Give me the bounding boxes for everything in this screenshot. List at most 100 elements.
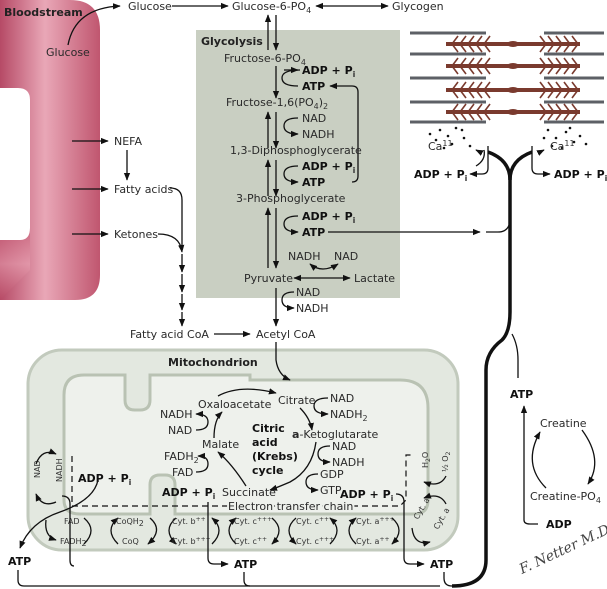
nad-malate-label: NAD: [168, 424, 192, 437]
atp-label-3: ATP: [302, 226, 325, 239]
phosphoglycerate-label: 3-Phosphoglycerate: [236, 192, 346, 205]
myosin-head: [539, 81, 547, 99]
myosin-head: [539, 103, 547, 121]
fatty-acid-coa-label: Fatty acid CoA: [130, 328, 209, 341]
myosin-head: [475, 81, 483, 99]
myosin-head: [555, 81, 563, 99]
myosin-head: [483, 103, 491, 121]
calcium-ion: [542, 136, 546, 140]
myosin-head: [563, 81, 571, 99]
fadh2-label: FADH2: [164, 450, 199, 465]
myosin-head: [547, 57, 555, 75]
lactate-label: Lactate: [354, 272, 395, 285]
coq-label: CoQ: [122, 537, 139, 546]
myosin-head: [547, 35, 555, 53]
cyt-b-oxidized-label: Cyt. b+++: [172, 536, 211, 546]
atp-label-1: ATP: [302, 80, 325, 93]
calcium-label-right: Ca11: [550, 139, 575, 153]
calcium-ion: [462, 136, 466, 140]
myosin-head: [555, 35, 563, 53]
nadh2-krebs-label: NADH2: [330, 408, 368, 423]
myosin-head: [459, 81, 467, 99]
adp-pi-label-3: ADP + Pi: [302, 210, 356, 225]
m-line: [507, 63, 519, 69]
succinate-label: Succinate: [222, 486, 276, 499]
cyt-b-reduced-label: Cyt. b++: [172, 516, 206, 526]
m-line: [507, 109, 519, 115]
myosin-head: [467, 57, 475, 75]
myosin-head: [459, 103, 467, 121]
calcium-ion: [434, 138, 438, 142]
myosin-head: [467, 81, 475, 99]
malate-label: Malate: [202, 438, 239, 451]
atp-creatine-label: ATP: [510, 388, 533, 401]
glucose-6-phosphate-label: Glucose-6-PO4: [232, 0, 311, 15]
myosin-head: [459, 57, 467, 75]
myosin-head: [451, 103, 459, 121]
bloodstream-vessel: [0, 0, 100, 300]
glucose-label: Glucose: [128, 0, 172, 13]
calcium-ion: [468, 144, 472, 148]
calcium-ion: [446, 134, 450, 138]
fatty-acids-label: Fatty acids: [114, 183, 174, 196]
mitochondrion-label: Mitochondrion: [168, 356, 258, 369]
myosin-head: [571, 103, 579, 121]
nad-label-1: NAD: [302, 112, 326, 125]
nad-krebs-2: NAD: [332, 440, 356, 453]
myosin-head: [539, 35, 547, 53]
adp-creatine-label: ADP: [546, 518, 572, 531]
myosin-head: [459, 35, 467, 53]
krebs-label-1: Citric: [252, 422, 285, 435]
adp-pi-muscle-right: ADP + Pi: [554, 168, 607, 183]
myosin-head: [563, 103, 571, 121]
calcium-ion: [584, 142, 588, 146]
half-oxygen-label: ½ O2: [441, 451, 452, 472]
myosin-head: [451, 81, 459, 99]
creatine-phosphate-label: Creatine-PO4: [530, 490, 601, 505]
calcium-ion: [550, 144, 554, 148]
myosin-head: [555, 103, 563, 121]
fructose-6-phosphate-label: Fructose-6-PO4: [224, 52, 306, 67]
myosin-head: [539, 57, 547, 75]
nadh-krebs-2: NADH: [332, 456, 365, 469]
coqh2-label: CoQH2: [116, 517, 144, 528]
myosin-head: [451, 35, 459, 53]
glycogen-label: Glycogen: [392, 0, 444, 13]
calcium-ion: [438, 128, 442, 132]
citrate-label: Citrate: [278, 394, 316, 407]
pyruvate-label: Pyruvate: [244, 272, 293, 285]
atp-output-right: ATP: [430, 558, 453, 571]
gdp-label: GDP: [320, 468, 344, 481]
mitochondrion-region: [26, 348, 460, 552]
myosin-head: [483, 57, 491, 75]
krebs-label-3: (Krebs): [252, 450, 298, 463]
myosin-head: [563, 57, 571, 75]
cyt-c1-oxidized-label: Cyt. c+++: [234, 516, 272, 526]
nadh-malate-label: NADH: [160, 408, 193, 421]
calcium-ion: [454, 126, 458, 130]
fructose-1-6-bisphosphate-label: Fructose-1,6(PO4)2: [226, 96, 328, 111]
krebs-label-4: cycle: [252, 464, 283, 477]
myosin-head: [483, 35, 491, 53]
cyt-c1-reduced-label: Cyt. c++: [234, 536, 267, 546]
calcium-label-left: Ca11: [428, 139, 453, 153]
myosin-head: [467, 103, 475, 121]
gtp-label: GTP: [320, 484, 342, 497]
adp-pi-succinate: ADP + Pi: [162, 486, 216, 501]
calcium-ion: [450, 142, 454, 146]
myosin-head: [547, 103, 555, 121]
myosin-head: [563, 35, 571, 53]
adp-pi-etc-left: ADP + Pi: [78, 472, 132, 487]
adp-pi-gtp: ADP + Pi: [340, 488, 394, 503]
krebs-label-2: acid: [252, 436, 278, 449]
myosin-head: [467, 35, 475, 53]
cyt-c-oxidized-label: Cyt. c+++: [296, 536, 334, 546]
nad-krebs-1: NAD: [330, 392, 354, 405]
acetyl-coa-label: Acetyl CoA: [256, 328, 316, 341]
adp-pi-label-1: ADP + Pi: [302, 64, 356, 79]
cyt-c-reduced-label: Cyt. c++: [296, 516, 329, 526]
electron-transfer-chain-label: Electron transfer chain: [228, 500, 353, 513]
calcium-ion: [428, 132, 432, 136]
myosin-head: [475, 103, 483, 121]
diphosphoglycerate-label: 1,3-Diphosphoglycerate: [230, 144, 362, 157]
